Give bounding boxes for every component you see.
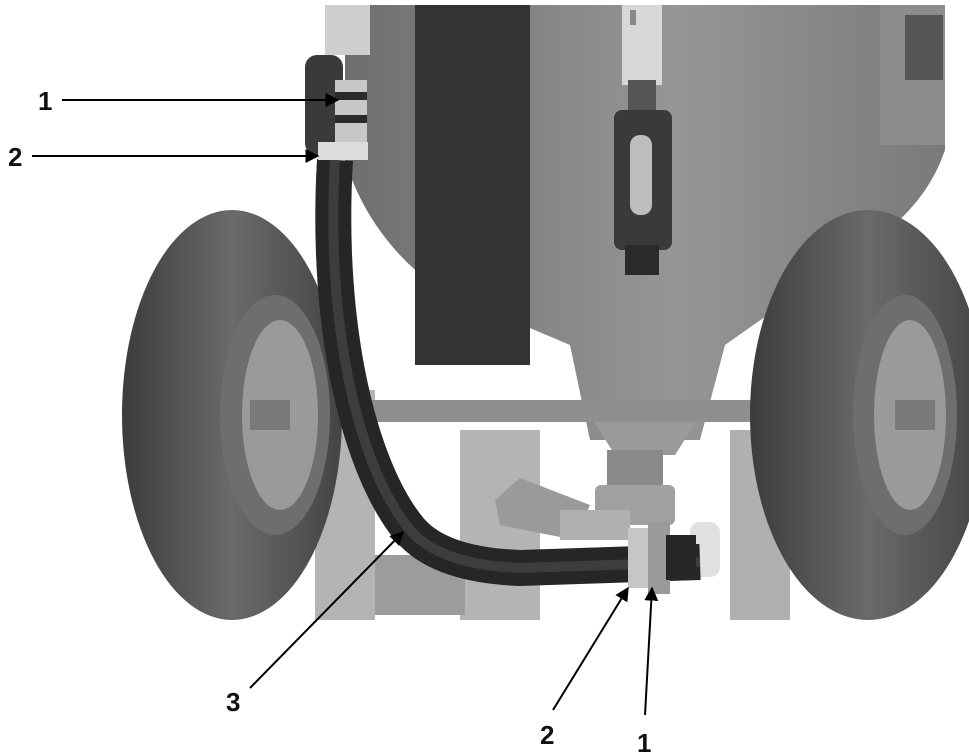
- callout-hose: 3: [226, 687, 240, 717]
- callout-bottom-fitting: 1: [637, 728, 651, 755]
- top-coupling: [305, 5, 370, 160]
- callout-bottom-hose-end: 2: [540, 720, 554, 750]
- callout-top-hose-end: 2: [8, 142, 22, 172]
- sight-glass: [614, 5, 672, 275]
- callout-top-fitting: 1: [38, 86, 52, 116]
- callout-arrows: [32, 93, 659, 716]
- dark-cylinder: [415, 5, 530, 365]
- bottom-coupling: [628, 522, 696, 594]
- arrow-bottom-fitting: [644, 586, 659, 716]
- blast-hose-highlight: [328, 159, 701, 574]
- arrow-bottom-hose-end: [552, 586, 629, 711]
- right-wheel: [750, 210, 969, 620]
- arrow-hose: [249, 531, 404, 689]
- left-wheel: [122, 210, 342, 620]
